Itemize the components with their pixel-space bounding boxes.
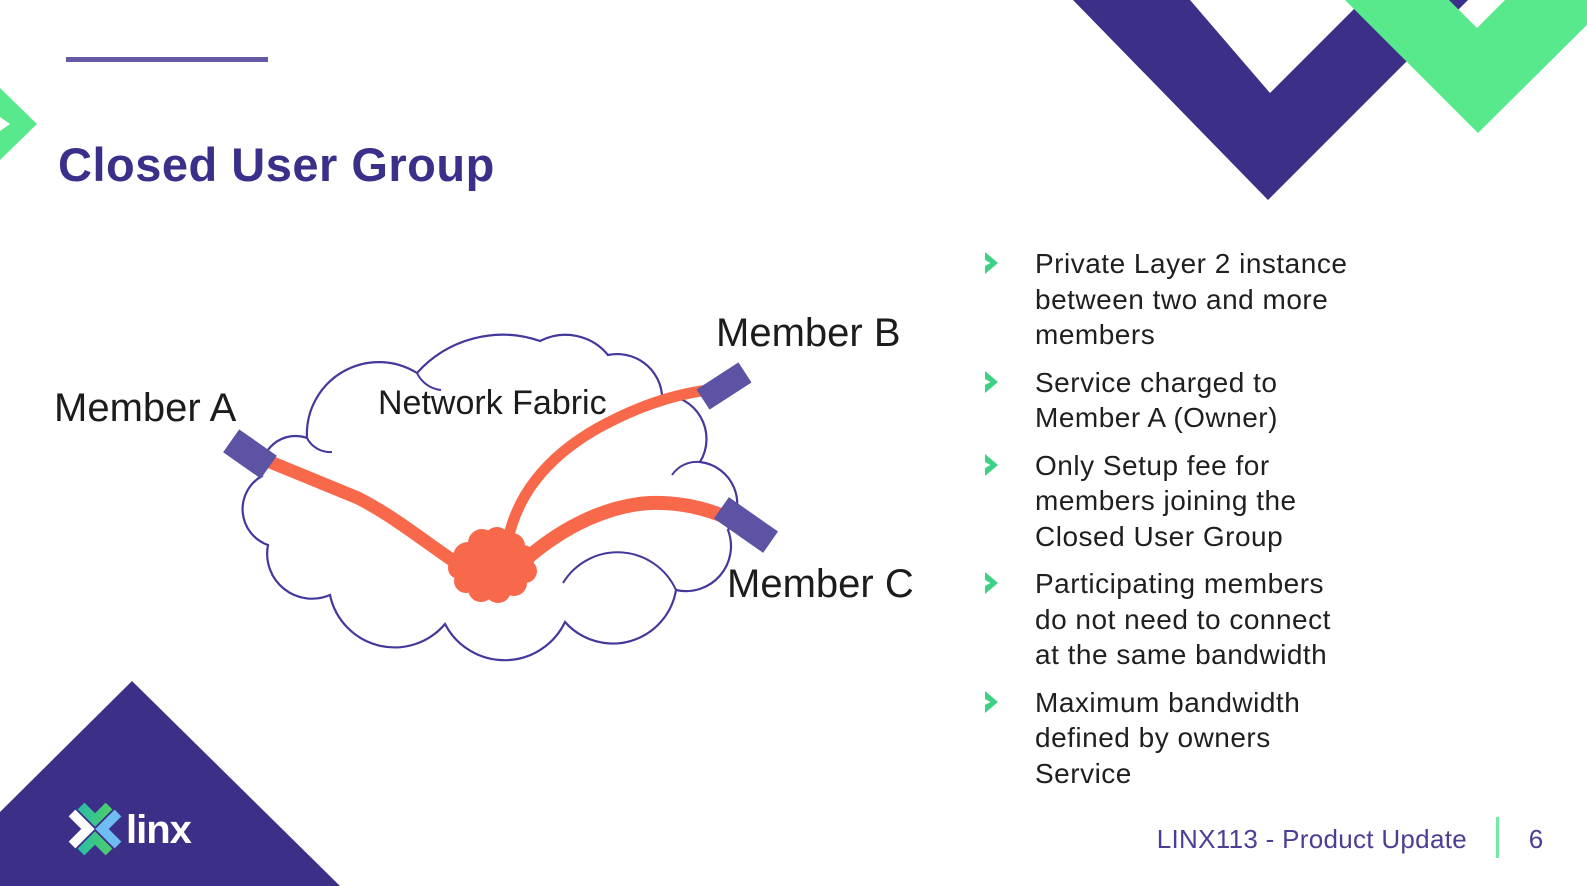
logo-bottom-chevron	[77, 831, 113, 856]
purple-v-shape	[1073, 0, 1468, 200]
network-fabric-label: Network Fabric	[378, 384, 607, 422]
linx-logo-icon	[68, 802, 122, 856]
bullet-line: Closed User Group	[1035, 520, 1284, 552]
member-c-link	[520, 495, 731, 566]
corner-decoration	[1073, 0, 1587, 200]
logo-left-chevron	[68, 809, 95, 849]
bullet-text: Only Setup fee for members joining the C…	[1035, 448, 1297, 555]
member-c-connector	[713, 497, 779, 553]
bullet-line: between two and more	[1035, 283, 1329, 315]
bullet-chevron-icon	[985, 370, 998, 393]
bullet-line: Service	[1035, 757, 1132, 789]
bullet-line: Only Setup fee for	[1035, 449, 1270, 481]
footer-presentation-label: LINX113 - Product Update	[1156, 824, 1467, 854]
cloud-inner-arc	[671, 460, 701, 476]
bullet-chevron-icon	[985, 690, 998, 713]
page-title: Closed User Group	[58, 138, 495, 192]
bullet-list: Private Layer 2 instance between two and…	[981, 246, 1461, 803]
cloud-inner-arc	[306, 437, 333, 454]
bottom-left-triangle	[0, 681, 340, 886]
title-chevron-icon	[0, 88, 37, 160]
bullet-line: Service charged to	[1035, 366, 1278, 398]
logo-top-chevron	[77, 802, 113, 827]
member-b-link	[501, 383, 718, 546]
green-v-shape	[1345, 0, 1587, 133]
member-b-label: Member B	[716, 311, 901, 355]
list-item: Participating members do not need to con…	[981, 566, 1461, 673]
linx-logo-text: linx	[126, 808, 192, 852]
bullet-text: Private Layer 2 instance between two and…	[1035, 246, 1347, 353]
connection-links	[243, 383, 731, 570]
bullet-line: Private Layer 2 instance	[1035, 248, 1348, 279]
logo-right-chevron	[95, 809, 122, 849]
title-accent-line	[66, 57, 268, 62]
member-a-connector	[223, 429, 277, 479]
list-item: Service charged to Member A (Owner)	[981, 365, 1461, 436]
footer-separator	[1496, 817, 1499, 858]
bullet-line: defined by owners	[1035, 722, 1271, 753]
member-a-link	[243, 445, 462, 570]
bullet-chevron-icon	[985, 252, 998, 274]
bullet-line: Maximum bandwidth	[1035, 686, 1301, 718]
bullet-line: Participating members	[1035, 568, 1325, 599]
member-b-connector	[696, 362, 752, 410]
bullet-text: Service charged to Member A (Owner)	[1035, 365, 1278, 436]
bullet-chevron-icon	[985, 572, 998, 594]
member-a-label: Member A	[54, 386, 237, 430]
list-item: Maximum bandwidth defined by owners Serv…	[981, 685, 1461, 792]
list-item: Only Setup fee for members joining the C…	[981, 448, 1461, 555]
list-item: Private Layer 2 instance between two and…	[981, 246, 1461, 353]
cloud-inner-arc	[562, 551, 677, 591]
bullet-text: Participating members do not need to con…	[1035, 566, 1331, 673]
bullet-line: Member A (Owner)	[1035, 402, 1278, 433]
bullet-chevron-icon	[985, 453, 998, 476]
page-number: 6	[1528, 824, 1544, 854]
bullet-text: Maximum bandwidth defined by owners Serv…	[1035, 685, 1300, 792]
bullet-line: at the same bandwidth	[1035, 639, 1328, 670]
member-connectors	[223, 362, 779, 553]
bullet-line: members	[1035, 319, 1156, 350]
bullet-line: do not need to connect	[1035, 603, 1331, 635]
cug-core-cloud	[448, 527, 537, 603]
bullet-line: members joining the	[1035, 485, 1297, 516]
member-c-label: Member C	[727, 562, 914, 606]
cloud-inner-arc	[416, 372, 442, 391]
